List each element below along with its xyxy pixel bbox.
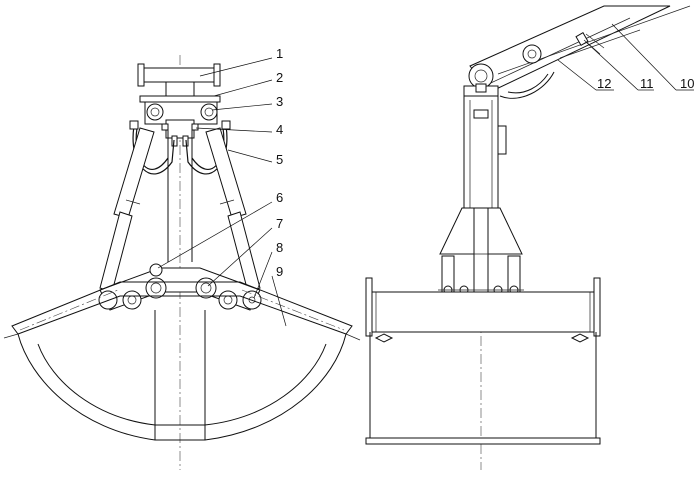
callout-9: 9	[276, 264, 283, 279]
front-view: 1 2 3 4 5 6 7 8 9	[3, 46, 361, 470]
side-view: 10 11 12	[365, 5, 694, 470]
boom-arm	[469, 5, 691, 99]
side-column	[463, 95, 507, 209]
left-cylinder	[99, 127, 155, 293]
front-leaders	[157, 57, 287, 327]
callout-8: 8	[276, 240, 283, 255]
valve-block	[161, 119, 199, 147]
bucket-jaws	[3, 281, 361, 441]
callout-5: 5	[276, 152, 283, 167]
right-cylinder	[205, 127, 261, 293]
callout-2: 2	[276, 70, 283, 85]
callout-10: 10	[680, 76, 694, 91]
callout-4: 4	[276, 122, 283, 137]
side-leaders	[557, 23, 694, 91]
top-hanger	[137, 63, 221, 103]
central-column	[167, 124, 193, 262]
callout-6: 6	[276, 190, 283, 205]
hydraulic-hoses	[129, 120, 231, 175]
callout-11: 11	[640, 76, 654, 91]
rotator-head	[463, 63, 499, 97]
callout-1: 1	[276, 46, 283, 61]
side-bucket	[365, 277, 601, 445]
callout-3: 3	[276, 94, 283, 109]
head-frame	[144, 101, 218, 125]
callout-7: 7	[276, 216, 283, 231]
callout-12: 12	[597, 76, 611, 91]
